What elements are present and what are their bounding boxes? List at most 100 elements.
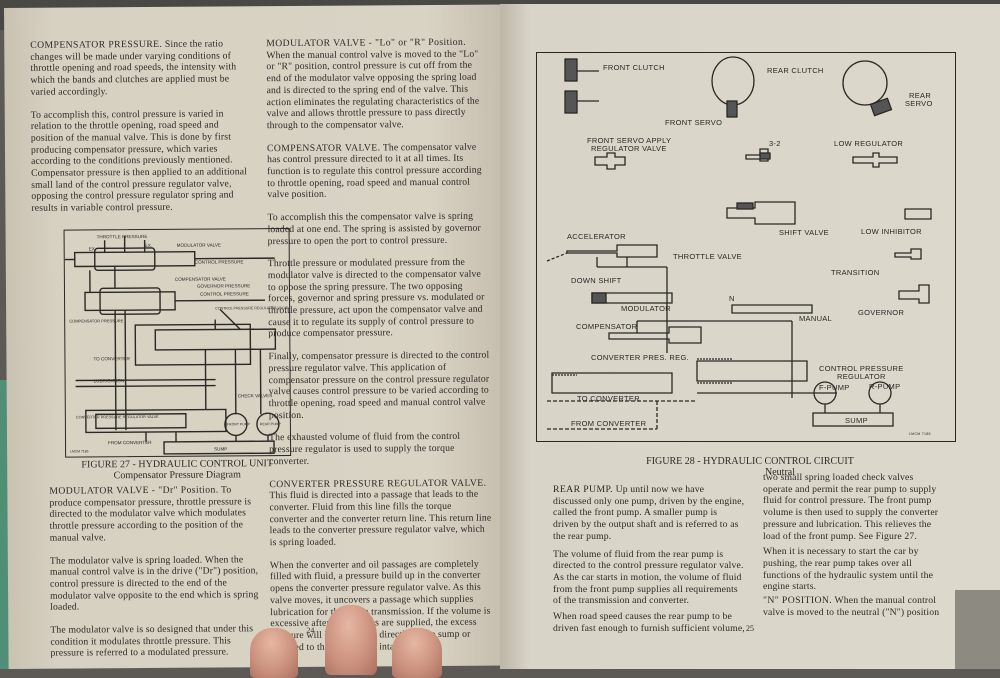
left-col1-lower: MODULATOR VALVE - "Dr" Position. To prod…: [49, 484, 266, 671]
diagram-label: FRONT SERVO: [665, 118, 722, 127]
diagram-label: LOW INHIBITOR: [861, 227, 922, 236]
paragraph: When road speed causes the rear pump to …: [553, 611, 745, 634]
diagram-label: TRANSITION: [831, 268, 879, 277]
paragraph: CONVERTER PRESSURE REGULATOR VALVE. This…: [269, 477, 491, 549]
run-in-heading: COMPENSATOR PRESSURE.: [30, 39, 162, 51]
paragraph-text: Throttle pressure or modulated pressure …: [268, 257, 485, 340]
diagram-label: COMPENSATOR PRESSURE: [69, 318, 123, 323]
paragraph-text: When the manual control valve is moved t…: [266, 48, 479, 131]
hydraulic-circuit-drawing: FRONT CLUTCH REAR CLUTCH REAR SERVO FRON…: [537, 53, 954, 440]
paragraph: Finally, compensator pressure is directe…: [268, 350, 490, 422]
finger: [325, 605, 377, 675]
run-in-heading: MODULATOR VALVE - "Lo" or "R" Position.: [266, 37, 466, 49]
diagram-label: REGULATOR: [837, 372, 886, 381]
paragraph: COMPENSATOR VALVE. The compensator valve…: [267, 141, 489, 201]
paragraph: To accomplish this the compensator valve…: [267, 211, 489, 248]
paragraph-text: The volume of fluid from the rear pump i…: [553, 549, 744, 607]
run-in-heading: MODULATOR VALVE - "Dr" Position.: [49, 485, 218, 497]
diagram-label: FRONT PUMP: [227, 422, 251, 426]
diagram-label: SERVO: [905, 99, 933, 108]
diagram-label: EX.: [145, 243, 152, 248]
run-in-heading: CONVERTER PRESSURE REGULATOR VALVE.: [269, 477, 486, 490]
diagram-label: SUMP: [214, 446, 227, 451]
paragraph: The modulator valve is so designed that …: [50, 623, 266, 660]
run-in-heading: "N" POSITION.: [763, 595, 832, 606]
right-col2: two small spring loaded check valves ope…: [763, 472, 943, 629]
diagram-code: LMCM 7185: [909, 432, 931, 436]
diagram-label: MODULATOR: [621, 304, 671, 313]
paragraph: REAR PUMP. Up until now we have discusse…: [553, 484, 745, 543]
diagram-label: N: [729, 294, 735, 303]
diagram-label: THROTTLE VALVE: [673, 252, 742, 261]
left-page: COMPENSATOR PRESSURE. Since the ratio ch…: [4, 5, 509, 669]
diagram-label: REGULATOR VALVE: [591, 144, 667, 153]
paragraph: MODULATOR VALVE - "Lo" or "R" Position. …: [266, 37, 489, 132]
paragraph: The modulator valve is spring loaded. Wh…: [50, 554, 266, 614]
paragraph: The exhausted volume of fluid from the c…: [269, 431, 491, 468]
paragraph-text: To accomplish this the compensator valve…: [267, 211, 480, 247]
left-col1: COMPENSATOR PRESSURE. Since the ratio ch…: [30, 38, 247, 225]
right-page: FRONT CLUTCH REAR CLUTCH REAR SERVO FRON…: [500, 4, 1000, 669]
paragraph: Throttle pressure or modulated pressure …: [268, 257, 491, 340]
paragraph-text: When the converter and oil passages are …: [270, 558, 491, 652]
right-col1: REAR PUMP. Up until now we have discusse…: [553, 484, 745, 645]
finger: [250, 628, 298, 678]
diagram-label: FROM CONVERTER: [108, 440, 152, 445]
paragraph: To accomplish this, control pressure is …: [31, 108, 248, 215]
diagram-label: DOWN SHIFT: [571, 276, 622, 285]
diagram-label: ACCELERATOR: [567, 232, 626, 241]
paragraph-text: When road speed causes the rear pump to …: [553, 611, 745, 634]
diagram-label: COMPENSATOR: [576, 322, 638, 331]
paragraph-text: To accomplish this, control pressure is …: [31, 108, 247, 214]
paragraph: two small spring loaded check valves ope…: [763, 472, 943, 542]
diagram-label: F-PUMP: [819, 383, 850, 392]
diagram-label: 3-2: [769, 139, 781, 148]
diagram-label: EX.: [89, 246, 96, 251]
diagram-label: CONVERTER PRESSURE REGULATOR VALVE: [76, 415, 159, 420]
diagram-label: SHIFT VALVE: [779, 228, 829, 237]
paragraph-text: two small spring loaded check valves ope…: [763, 472, 938, 542]
figure-title: FIGURE 28 - HYDRAULIC CONTROL CIRCUIT: [610, 456, 890, 467]
paragraph-text: The modulator valve is so designed that …: [50, 623, 253, 659]
figure-27-diagram: THROTTLE PRESSURE EX. EX. MODULATOR VALV…: [64, 228, 292, 458]
diagram-label: MODULATOR VALVE: [177, 242, 221, 247]
left-col2: MODULATOR VALVE - "Lo" or "R" Position. …: [266, 37, 492, 665]
diagram-label: TO CONVERTER: [577, 394, 640, 403]
page-number: 25: [746, 624, 754, 633]
diagram-label: COMPENSATOR VALVE: [175, 276, 226, 281]
diagram-label: TO CONVERTER: [93, 356, 130, 361]
diagram-label: GOVERNOR PRESSURE: [197, 283, 250, 288]
paragraph: The volume of fluid from the rear pump i…: [553, 549, 745, 608]
diagram-label: CONTROL PRESSURE: [200, 291, 249, 296]
paragraph-text: This fluid is directed into a passage th…: [269, 489, 491, 548]
diagram-label: LOW REGULATOR: [834, 139, 903, 148]
diagram-label: CONTROL PRESSURE: [195, 259, 244, 264]
paragraph: "N" POSITION. When the manual control va…: [763, 595, 943, 618]
paragraph-text: Finally, compensator pressure is directe…: [268, 350, 489, 421]
diagram-label: SUMP: [845, 416, 868, 425]
diagram-label: THROTTLE PRESSURE: [97, 234, 148, 239]
paragraph-text: The exhausted volume of fluid from the c…: [269, 431, 460, 467]
run-in-heading: REAR PUMP.: [553, 484, 613, 495]
diagram-code: LMCM 7185: [70, 449, 89, 453]
paragraph: When the converter and oil passages are …: [270, 558, 493, 653]
diagram-label: FROM CONVERTER: [571, 419, 647, 428]
hydraulic-unit-drawing: THROTTLE PRESSURE EX. EX. MODULATOR VALV…: [65, 229, 290, 456]
paragraph: When it is necessary to start the car by…: [763, 546, 943, 593]
table-surface: [955, 590, 1000, 669]
diagram-label: FRONT CLUTCH: [603, 63, 665, 72]
finger: [392, 628, 442, 678]
diagram-label: MANUAL: [799, 314, 832, 323]
diagram-label: R-PUMP: [869, 382, 900, 391]
diagram-label: GOVERNOR: [858, 308, 904, 317]
paragraph: COMPENSATOR PRESSURE. Since the ratio ch…: [30, 38, 246, 98]
run-in-heading: COMPENSATOR VALVE.: [267, 142, 381, 154]
paragraph-text: When it is necessary to start the car by…: [763, 546, 933, 592]
diagram-label: CHECK VALVES: [238, 393, 273, 398]
diagram-label: CONVERTER PRES. REG.: [591, 353, 689, 362]
paragraph: MODULATOR VALVE - "Dr" Position. To prod…: [49, 484, 265, 544]
figure-28-diagram: FRONT CLUTCH REAR CLUTCH REAR SERVO FRON…: [536, 52, 956, 442]
diagram-label: LUBRICATION: [94, 378, 125, 383]
paragraph-text: The modulator valve is spring loaded. Wh…: [50, 554, 259, 613]
diagram-label: REAR CLUTCH: [767, 66, 824, 75]
